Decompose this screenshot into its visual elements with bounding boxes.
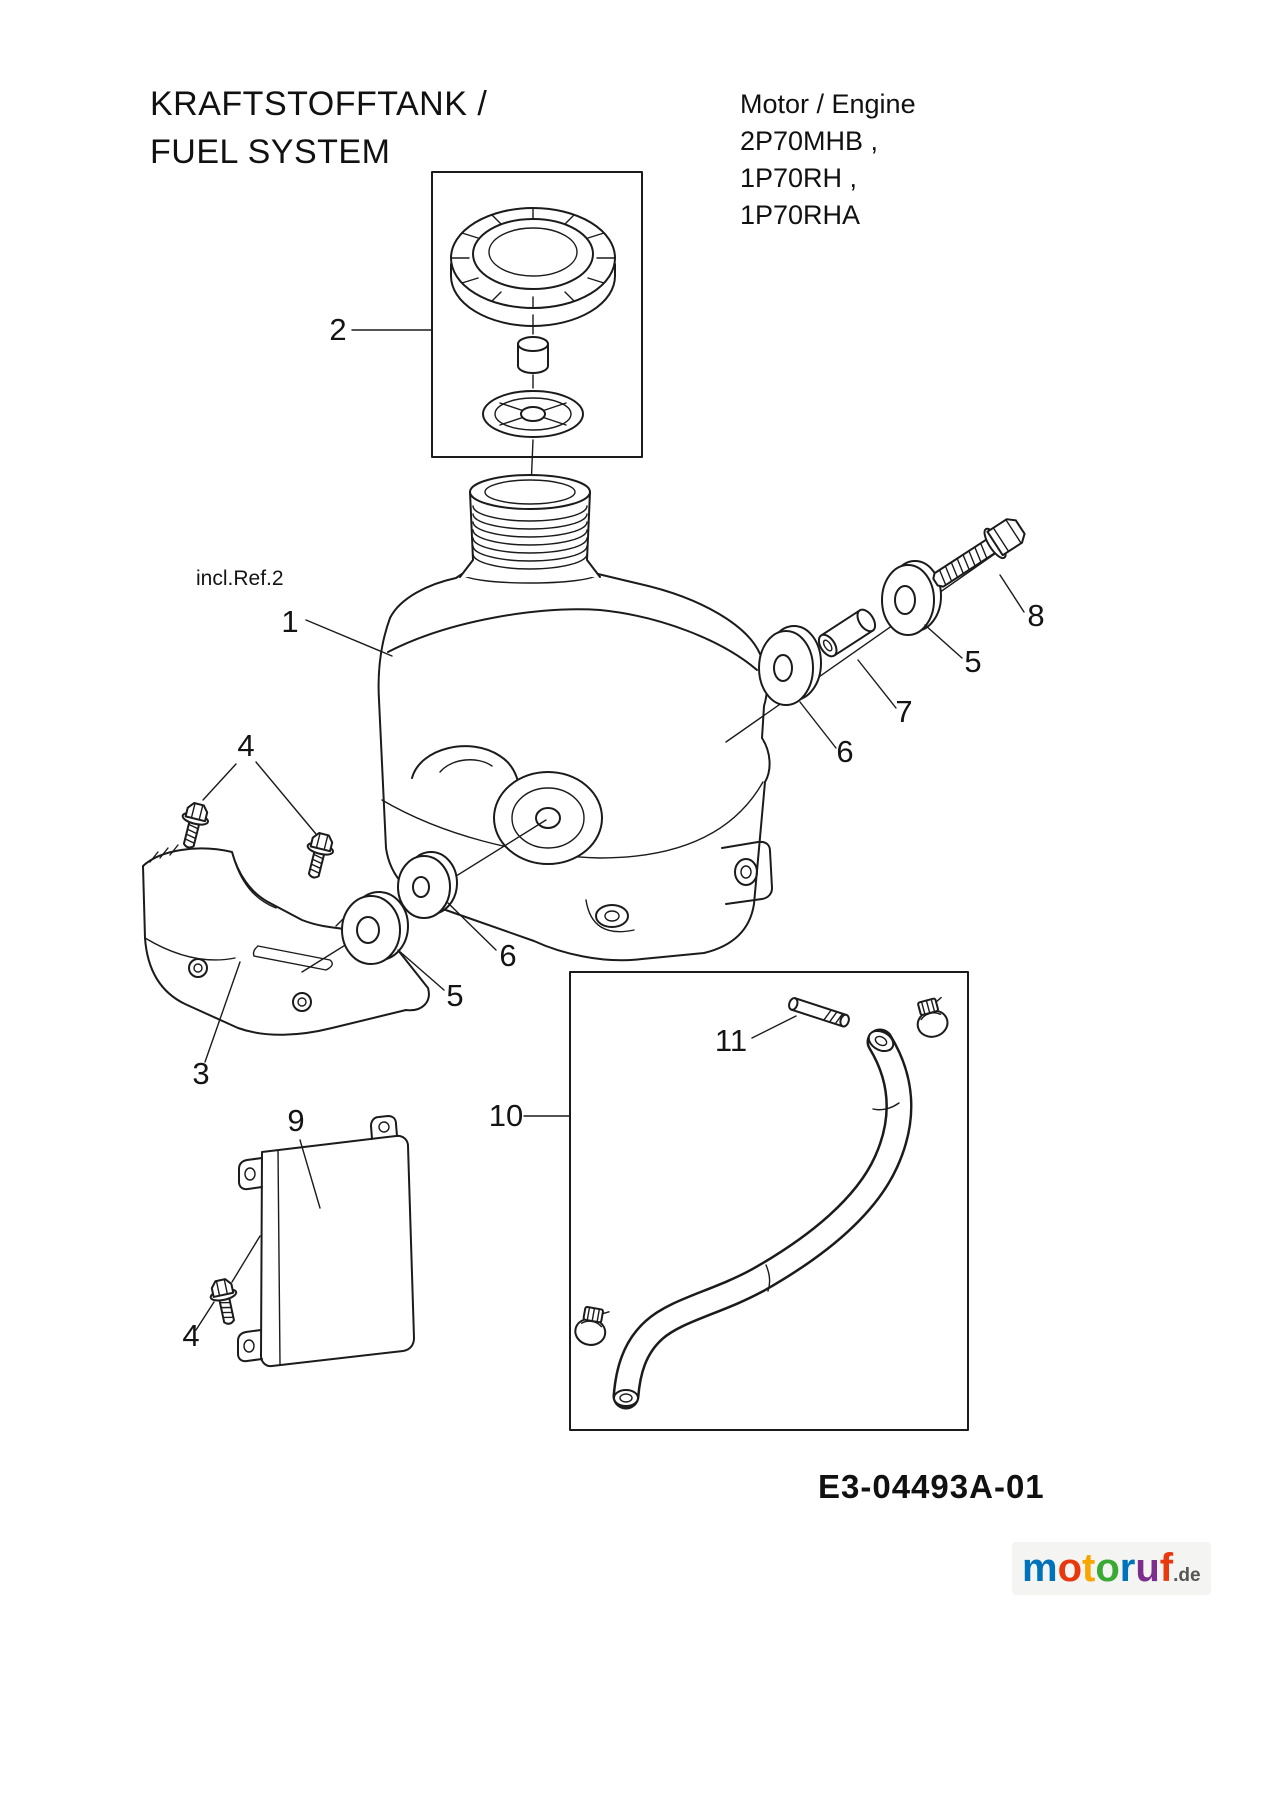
connector-pin [788, 997, 850, 1028]
cap-vent-cylinder [517, 314, 549, 374]
hose-clamp-top [910, 995, 952, 1042]
washer-inner-right [758, 625, 822, 706]
flange-screw-lower [206, 1276, 244, 1328]
washer-outer-right [881, 560, 942, 636]
leader-7 [857, 659, 897, 709]
bolt-plate-connector [231, 1235, 261, 1283]
callout-9: 9 [287, 1103, 304, 1138]
callout-4-lower: 4 [182, 1318, 199, 1353]
leader-4a [202, 763, 237, 801]
washer-outer-left [341, 891, 409, 965]
callout-10: 10 [489, 1098, 523, 1133]
spacer-sleeve [817, 608, 877, 658]
motor-model-2: 1P70RH , [740, 163, 858, 193]
callout-11: 11 [715, 1023, 747, 1058]
leader-5-left [397, 949, 445, 991]
leader-3 [204, 961, 241, 1063]
hose-detail-box [569, 971, 969, 1431]
cap-gasket [482, 374, 584, 489]
callout-1: 1 [281, 604, 298, 639]
fuel-tank-body [377, 573, 773, 962]
logo-word: motoruf [1022, 1546, 1174, 1590]
leader-1 [305, 619, 393, 657]
title-line-2: FUEL SYSTEM [150, 133, 391, 171]
title-line-1: KRAFTSTOFFTANK / [150, 85, 488, 123]
callout-4-upper: 4 [237, 728, 254, 763]
incl-ref-note: incl.Ref.2 [196, 567, 284, 590]
leader-5-right [924, 624, 963, 659]
callout-6-left: 6 [499, 938, 516, 973]
flange-screw-long [932, 518, 1026, 588]
motor-heading: Motor / Engine [740, 89, 916, 119]
callout-5-right: 5 [964, 644, 981, 679]
callout-3: 3 [192, 1056, 209, 1091]
motor-model-1: 2P70MHB , [740, 126, 879, 156]
hose-clamp-bottom [572, 1304, 611, 1349]
leader-9 [299, 1139, 321, 1209]
page-title: KRAFTSTOFFTANK / FUEL SYSTEM [150, 80, 487, 176]
leader-6-right [799, 701, 837, 749]
callout-8: 8 [1027, 598, 1044, 633]
motoruf-logo[interactable]: motoruf.de [1012, 1542, 1211, 1595]
fuel-cap [450, 207, 616, 327]
callout-5-left: 5 [446, 978, 463, 1013]
leader-6-left [447, 902, 497, 951]
leader-4b [255, 761, 317, 835]
diagram-part-code: E3-04493A-01 [818, 1468, 1045, 1505]
axis-right [725, 545, 1007, 743]
filler-neck [459, 474, 601, 578]
cap-detail-box [431, 171, 643, 458]
leader-4c [195, 1301, 215, 1331]
callout-7: 7 [895, 694, 912, 729]
callout-2: 2 [329, 312, 346, 347]
flange-screw-upper-left [174, 800, 213, 852]
logo-suffix: .de [1173, 1565, 1201, 1586]
cover-plate [237, 1115, 415, 1368]
motor-model-3: 1P70RHA [740, 200, 861, 230]
callout-6-right: 6 [836, 734, 853, 769]
leader-11 [751, 1015, 797, 1039]
fuel-hose [612, 1028, 913, 1410]
leader-8 [999, 574, 1025, 613]
flange-screw-upper-right [299, 830, 338, 882]
motor-engine-block: Motor / Engine 2P70MHB , 1P70RH , 1P70RH… [740, 86, 916, 234]
washer-inner-left [397, 851, 458, 919]
